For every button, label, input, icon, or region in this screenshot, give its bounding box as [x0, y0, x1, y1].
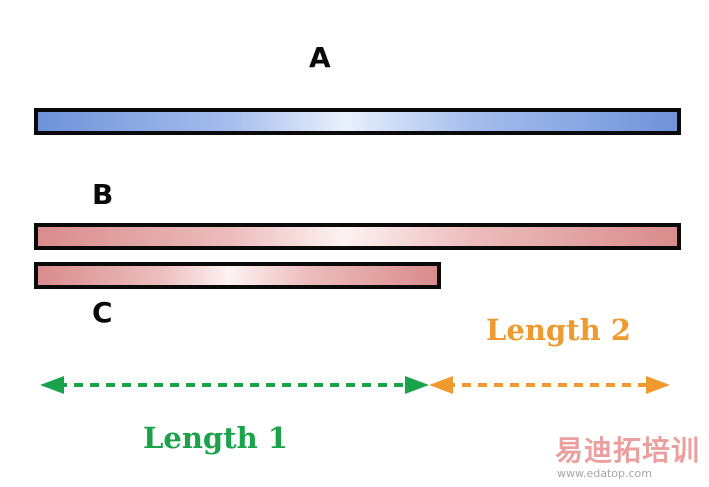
bar-b-label: B [92, 178, 114, 211]
length2-label: Length 2 [486, 313, 631, 347]
length1-arrowhead-right [405, 376, 429, 394]
bar-a-label: A [309, 41, 331, 74]
bar-b [34, 223, 681, 250]
length2-arrow [429, 376, 670, 394]
length1-arrow [40, 376, 429, 394]
length2-arrowhead-left [429, 376, 453, 394]
watermark-title: 易迪拓培训 [555, 434, 701, 467]
watermark: 易迪拓培训 www.edatop.com [555, 437, 705, 483]
bar-c-label: C [92, 296, 113, 329]
bar-a [34, 108, 681, 135]
bar-c [34, 262, 441, 289]
length1-arrowhead-left [40, 376, 64, 394]
watermark-url: www.edatop.com [557, 467, 652, 480]
length2-arrowhead-right [646, 376, 670, 394]
length1-label: Length 1 [143, 421, 288, 455]
